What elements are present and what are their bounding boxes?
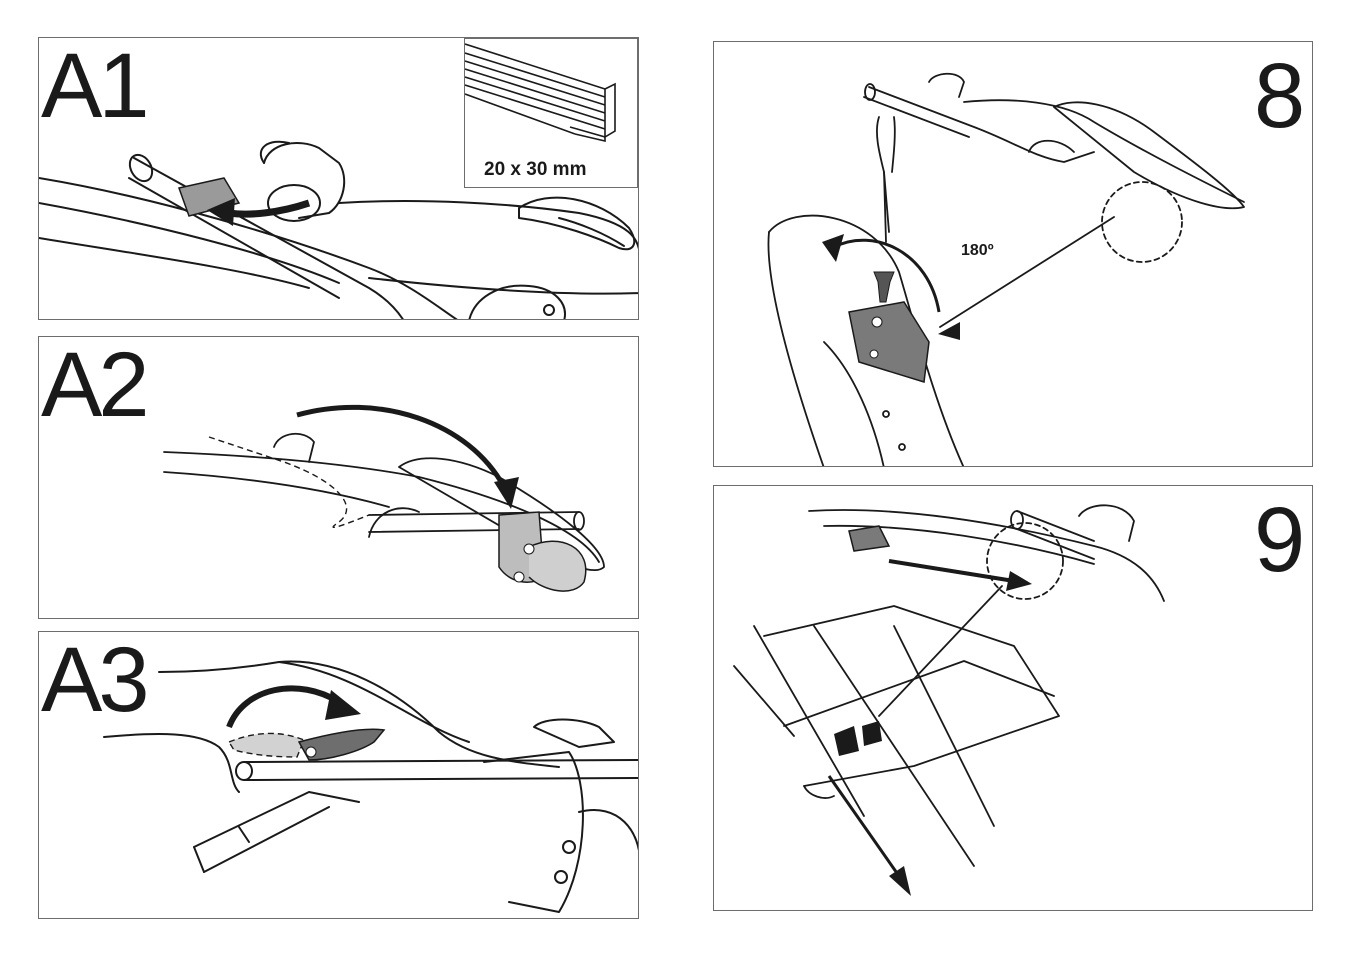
panel-a3: A3 [38, 631, 639, 919]
panel-8: 8 [713, 41, 1313, 467]
rotation-angle-label: 180º [961, 242, 994, 260]
profile-size-label: 20 x 30 mm [484, 159, 586, 181]
panel-a2: A2 [38, 336, 639, 619]
a3-illustration [39, 632, 639, 919]
panel-9-illustration [714, 486, 1313, 911]
panel-8-illustration [714, 42, 1313, 467]
a2-illustration [39, 337, 639, 619]
panel-9: 9 [713, 485, 1313, 911]
profile-inset: 20 x 30 mm [464, 38, 638, 188]
panel-a1: A1 [38, 37, 639, 320]
